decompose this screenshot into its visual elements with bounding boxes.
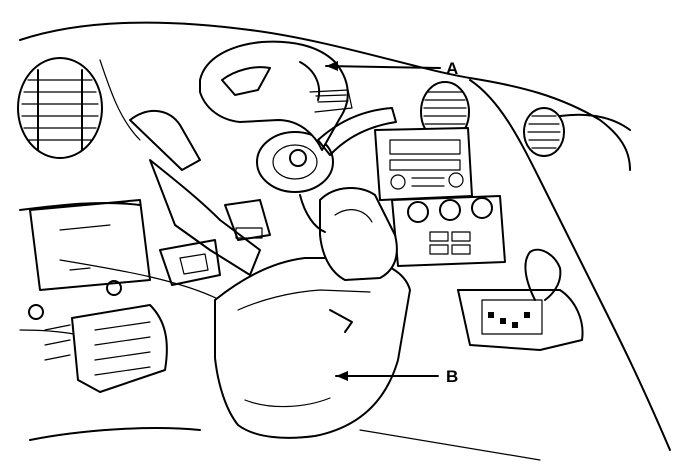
lower-left-panel	[28, 280, 168, 393]
audio-head-unit	[374, 127, 473, 201]
callout-a: A	[325, 59, 458, 78]
right-air-vent	[523, 107, 565, 157]
column-upper-housing	[299, 187, 398, 281]
dashboard-outline	[19, 21, 671, 461]
gear-shifter	[457, 248, 584, 351]
clock-spring	[256, 131, 334, 193]
upper-column-shroud	[199, 40, 353, 151]
under-dash-recess	[29, 199, 151, 291]
callout-b-arrowhead	[336, 371, 348, 381]
callout-a-label: A	[446, 59, 458, 78]
climate-controls	[391, 195, 506, 267]
center-air-vent	[420, 81, 470, 143]
callout-b: B	[335, 367, 458, 386]
steering-column	[129, 110, 271, 286]
callout-a-leader	[325, 65, 441, 69]
left-air-vent	[17, 57, 103, 159]
callout-a-arrowhead	[326, 61, 338, 71]
lower-column-shroud	[214, 257, 411, 439]
turn-signal-stalk	[317, 107, 397, 156]
callout-b-label: B	[446, 367, 458, 386]
